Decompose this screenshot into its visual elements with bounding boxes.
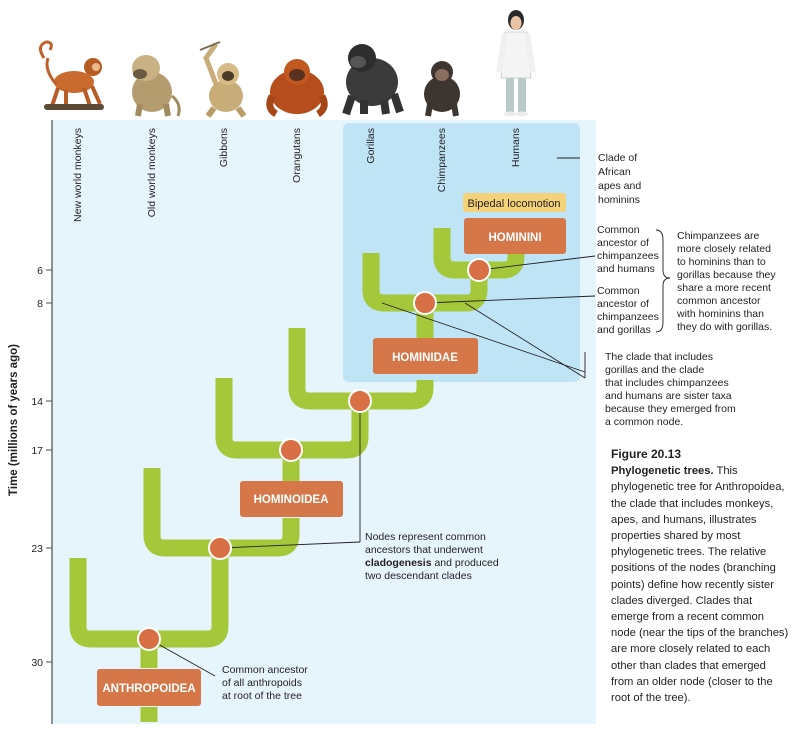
caption-body: This phylogenetic tree for Anthropoidea,… <box>611 465 789 705</box>
tree-nodes <box>137 258 491 651</box>
leader-nodes-represent-b <box>220 541 361 549</box>
anthropoidea-box <box>97 669 201 706</box>
anthropoidea-label: ANTHROPOIDEA <box>102 683 195 695</box>
hominidae-label: HOMINIDAE <box>392 352 458 364</box>
annotation-root-ancestor: Common ancestor of all anthropoids at ro… <box>222 664 311 702</box>
tick-label-30: 30 <box>31 657 43 669</box>
tick-label-14: 14 <box>31 396 43 408</box>
annotation-african-clade: Clade of African apes and hominins <box>598 152 644 206</box>
hominini-label: HOMININI <box>488 232 541 244</box>
node-anthropoidea-root <box>137 627 161 651</box>
annotation-nodes-represent: Nodes represent common ancestors that un… <box>365 531 502 582</box>
node-chimp-gorilla <box>413 291 437 315</box>
time-axis: Time (millions of years ago) 6 8 14 17 2… <box>8 265 52 669</box>
chimpanzee-icon <box>424 61 460 117</box>
caption-lead: Phylogenetic trees. <box>611 465 714 478</box>
leader-ca-chimp-gorillas <box>424 295 596 304</box>
taxon-label-new-world-monkeys: New world monkeys <box>72 128 84 222</box>
gorilla-icon <box>342 44 404 116</box>
taxon-label-gibbons: Gibbons <box>218 128 230 167</box>
node-hominoidea <box>279 438 303 462</box>
branch-catarrhini-split <box>143 468 300 557</box>
node-hominidae <box>348 389 372 413</box>
annotation-sister-taxa: The clade that includes gorillas and the… <box>605 351 739 428</box>
figure-caption: Figure 20.13 Phylogenetic trees. This ph… <box>611 446 791 706</box>
annotation-ca-chimp-gorillas: Common ancestor of chimpanzees and goril… <box>597 285 662 336</box>
axis-tick-marks <box>46 269 52 663</box>
clade-labels: Bipedal locomotion HOMININI HOMINIDAE HO… <box>97 193 566 706</box>
orangutan-icon <box>266 59 328 118</box>
hominidae-box <box>373 338 478 374</box>
tick-label-17: 17 <box>31 445 43 457</box>
annotation-lines <box>148 157 671 677</box>
taxon-label-gorillas: Gorillas <box>365 128 377 164</box>
bipedal-box <box>463 193 566 212</box>
leader-root-ancestor <box>148 638 216 677</box>
taxon-label-chimpanzees: Chimpanzees <box>436 128 448 192</box>
spider-monkey-icon <box>39 40 104 110</box>
bipedal-label: Bipedal locomotion <box>468 198 561 210</box>
taxon-labels: New world monkeys Old world monkeys Gibb… <box>72 128 522 222</box>
hominoidea-box <box>240 481 343 517</box>
annotation-chimp-relation: Chimpanzees are more closely related to … <box>676 230 779 333</box>
tick-label-23: 23 <box>31 543 43 555</box>
baboon-icon <box>132 55 181 117</box>
gibbon-icon <box>199 41 247 118</box>
axis-title: Time (millions of years ago) <box>8 344 20 496</box>
taxon-label-humans: Humans <box>510 128 522 167</box>
hominini-box <box>464 218 566 254</box>
primate-illustrations <box>39 10 536 118</box>
annotations: Clade of African apes and hominins Commo… <box>222 152 779 702</box>
chimp-relation-brace <box>655 229 671 333</box>
figure-number: Figure 20.13 <box>611 447 682 461</box>
taxon-label-old-world-monkeys: Old world monkeys <box>146 128 158 217</box>
leader-sister-taxa-1 <box>381 302 586 373</box>
human-icon <box>496 10 536 117</box>
annotation-ca-chimp-humans: Common ancestor of chimpanzees and human… <box>597 224 662 275</box>
leader-ca-chimp-humans <box>479 255 596 271</box>
leader-sister-taxa-2 <box>464 302 586 379</box>
hominoidea-label: HOMINOIDEA <box>254 494 329 506</box>
node-chimp-human <box>467 258 491 282</box>
tick-label-6: 6 <box>37 265 43 277</box>
node-catarrhini <box>208 536 232 560</box>
tick-label-8: 8 <box>37 298 43 310</box>
taxon-label-orangutans: Orangutans <box>291 128 303 183</box>
